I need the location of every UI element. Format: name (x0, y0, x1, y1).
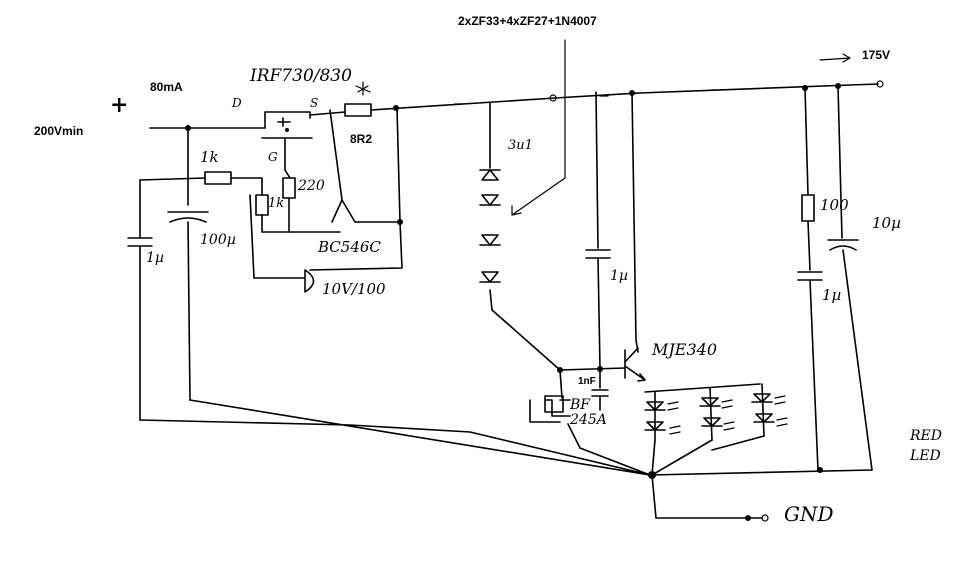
diode-stack-wire (489, 101, 561, 371)
zener-gate-label: 10V/100 (322, 280, 386, 298)
cap-100u-symbol (167, 211, 209, 223)
rail-source-wire (309, 111, 346, 116)
diode-stack-label: 2xZF33+4xZF27+1N4007 (458, 14, 597, 28)
zener-gate-symbol (249, 194, 315, 293)
wire-r100 (804, 87, 809, 196)
mosfet-symbol (261, 111, 313, 171)
current-label: 80mA (150, 80, 183, 94)
resistor-1k-top (204, 171, 232, 185)
output-terminal (876, 80, 884, 88)
cap-1u-in-symbol (127, 179, 153, 421)
drain-label: D (232, 96, 242, 110)
led-bus-top (644, 383, 761, 393)
plus-sign: + (110, 92, 129, 118)
mje340-symbol (624, 347, 646, 382)
output-voltage-label: 175V (862, 48, 891, 62)
input-voltage-label: 200Vmin (34, 124, 84, 138)
cap-out-1u-label: 1µ (822, 286, 842, 304)
mje340-label: MJE340 (652, 340, 718, 359)
zener-2 (479, 194, 501, 206)
zener-1 (479, 169, 501, 181)
cap-10u-label: 10µ (872, 214, 901, 232)
cap-1nf-label: 1nF (578, 376, 596, 387)
diode-4 (479, 271, 501, 283)
junction-shunt (393, 105, 399, 111)
r100-label: 100 (820, 196, 849, 214)
r220-label: 220 (298, 178, 325, 194)
diode-stack-pointer (511, 39, 566, 216)
wire-1k (139, 177, 263, 196)
wire-right-shunt (309, 107, 403, 271)
red-led-label: RED LED (910, 428, 942, 464)
wire-base (559, 367, 626, 371)
mosfet-label: IRF730/830 (250, 66, 352, 86)
bf245-symbol (529, 369, 571, 423)
wire-gate-r (261, 169, 341, 233)
rail-dots (454, 89, 717, 105)
cap-in-1u-label: 1µ (146, 250, 165, 266)
led-string-1 (644, 391, 666, 441)
gnd-terminal (761, 514, 769, 522)
gate-label: G (268, 150, 278, 164)
cap-1nf-symbol (591, 368, 609, 411)
wire-mje-collector (631, 91, 639, 353)
wire-100u-down (187, 221, 191, 401)
cap-in-100u-label: 100µ (200, 232, 236, 248)
resistor-220 (282, 177, 296, 199)
cap-1u-out (797, 220, 823, 471)
bf245-body (544, 395, 564, 413)
output-arrow (819, 53, 851, 63)
led-bus-bottom (651, 435, 765, 476)
rail-main-wire (370, 83, 879, 111)
r1k-top-label: 1k (200, 148, 219, 166)
shunt-resistor (344, 103, 372, 117)
mosfet-body-arrow (285, 128, 289, 132)
ground-bus (139, 399, 873, 476)
bc546-label: BC546C (318, 238, 381, 256)
source-label: S (310, 96, 319, 110)
junction-rail-1 (549, 94, 557, 102)
ldr-label: 3u1 (508, 138, 533, 153)
led-string-2 (699, 387, 723, 441)
zener-3 (479, 234, 501, 246)
wire-mid-cap (585, 91, 611, 369)
wire-gnd-terminal (651, 474, 746, 519)
cap-10u-out (827, 85, 873, 471)
junction-mje (629, 90, 635, 96)
resistor-100 (801, 194, 815, 222)
cap-mid-1u-label: 1µ (610, 268, 629, 284)
gnd-label: GND (784, 502, 834, 526)
shunt-star (355, 81, 371, 96)
resistor-1k-gate (255, 194, 269, 216)
r-shunt-label: 8R2 (350, 132, 373, 146)
wire-bf-down (567, 423, 651, 476)
bf245-label: BF 245A (570, 397, 607, 428)
led-string-3 (751, 383, 775, 437)
bc546-symbol (329, 109, 401, 223)
led-rays (667, 395, 788, 435)
r1k-gate-label: 1k (268, 196, 285, 211)
junction-gnd-right (817, 467, 823, 473)
